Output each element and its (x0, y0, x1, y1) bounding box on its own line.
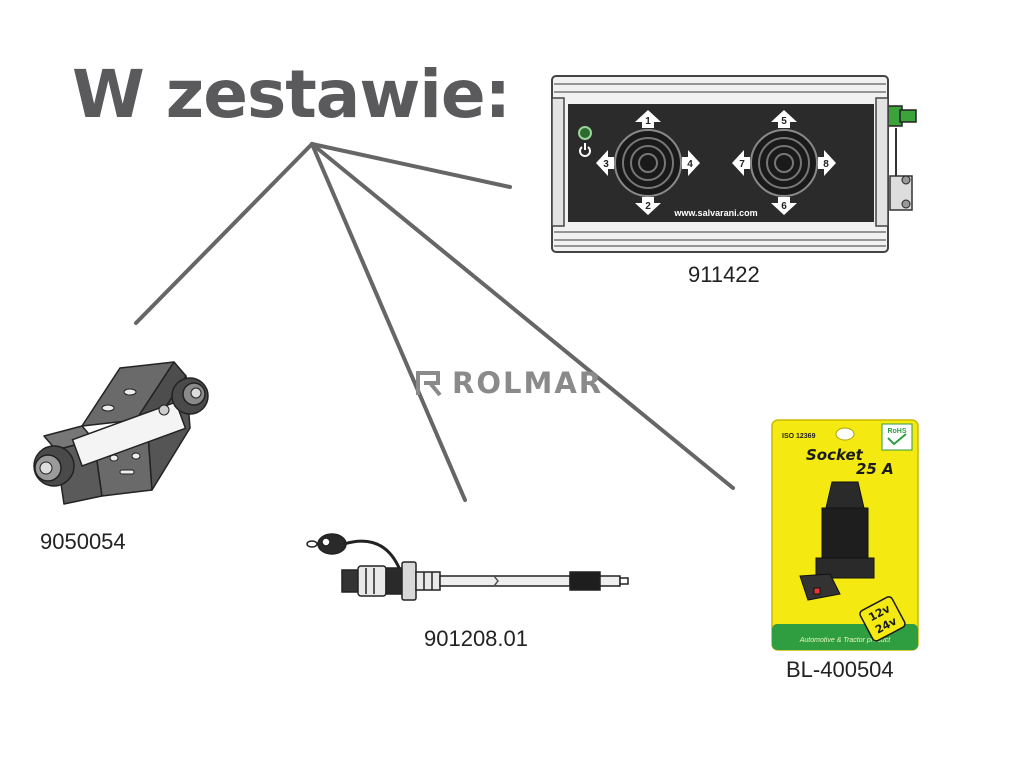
joystick-left (614, 129, 682, 197)
website-label: www.salvarani.com (673, 208, 757, 218)
socket-footer: Automotive & Tractor product (799, 637, 892, 644)
knob-left (33, 445, 75, 487)
page-title: W zestawie: (72, 56, 511, 133)
product-code-9050054: 9050054 (40, 529, 126, 554)
connector-line (310, 142, 735, 490)
check-icon (887, 433, 907, 446)
arrow-up-icon (771, 110, 797, 128)
button-number: 4 (687, 159, 693, 170)
side-hardware (887, 105, 917, 211)
socket-amps: 25 A (856, 460, 894, 478)
control-box-image: 1 2 3 4 5 6 7 8 www.salvarani.com (551, 75, 917, 253)
arrow-right-icon (818, 150, 836, 176)
arrow-up-icon (635, 110, 661, 128)
socket-package-image: Automotive & Tractor product ISO 12369 R… (771, 419, 919, 651)
button-number: 6 (781, 201, 787, 212)
watermark: ROLMAR (414, 366, 603, 400)
product-code-bl-400504: BL-400504 (786, 657, 894, 682)
product-code-911422: 911422 (688, 262, 760, 287)
button-number: 3 (603, 159, 609, 170)
button-number: 2 (645, 201, 651, 212)
bracket-image (33, 361, 209, 505)
arrow-right-icon (682, 150, 700, 176)
power-led (578, 126, 592, 140)
cable-image (306, 533, 629, 601)
connector-line (134, 142, 314, 325)
product-code-901208-01: 901208.01 (424, 626, 528, 651)
watermark-text: ROLMAR (452, 366, 604, 400)
voltage-badge: 12v 24v (859, 596, 906, 642)
arrow-down-icon (771, 197, 797, 215)
rolmar-logo-icon (416, 371, 442, 397)
socket-iso: ISO 12369 (782, 433, 816, 440)
arrow-left-icon (596, 150, 614, 176)
socket-name: Socket (806, 446, 864, 464)
socket-product-icon (799, 481, 875, 601)
button-number: 7 (739, 159, 745, 170)
button-number: 5 (781, 116, 787, 127)
rohs-label: RoHS (887, 428, 906, 435)
button-number: 8 (823, 159, 829, 170)
knob-right (171, 377, 209, 415)
connector-line (310, 142, 512, 189)
connector-line (310, 142, 467, 502)
button-number: 1 (645, 116, 651, 127)
arrow-left-icon (732, 150, 750, 176)
power-icon (579, 143, 591, 157)
joystick-right (750, 129, 818, 197)
arrow-down-icon (635, 197, 661, 215)
